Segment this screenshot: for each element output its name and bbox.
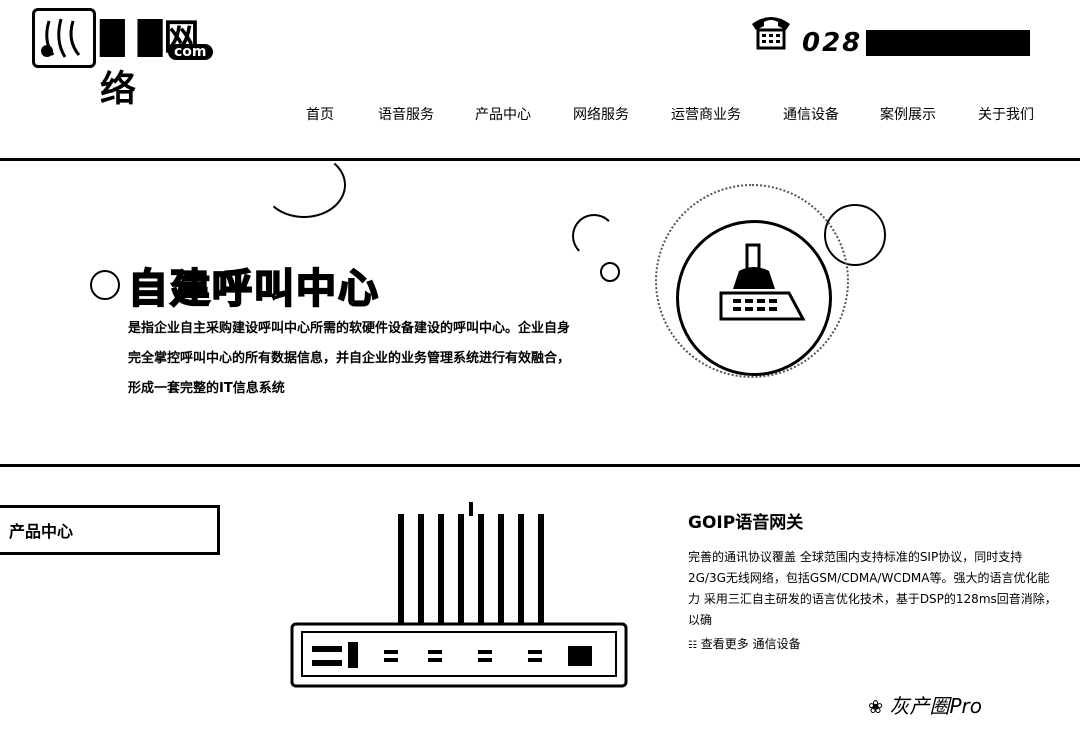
banner-title: 自建呼叫中心 <box>127 265 380 313</box>
decorative-arc <box>262 152 346 218</box>
nav-case-studies[interactable]: 案例展示 <box>880 107 936 123</box>
logo-mark-icon <box>32 8 96 68</box>
wechat-icon: ❀ <box>868 697 884 718</box>
main-nav: 首页 语音服务 产品中心 网络服务 运营商业务 通信设备 案例展示 关于我们 <box>0 104 1080 128</box>
banner-graphic-ring <box>655 184 849 378</box>
banner-divider <box>0 464 1080 467</box>
product-description: 完善的通讯协议覆盖 全球范围内支持标准的SIP协议，同时支持2G/3G无线网络，… <box>688 550 1057 627</box>
banner-graphic <box>676 220 832 376</box>
decorative-circle <box>90 270 120 300</box>
view-more-label: 查看更多 通信设备 <box>700 637 801 651</box>
logo-domain: com <box>168 44 213 60</box>
nav-telecom-equipment[interactable]: 通信设备 <box>783 107 839 123</box>
banner-description: 是指企业自主采购建设呼叫中心所需的软硬件设备建设的呼叫中心。企业自身完全掌控呼叫… <box>128 321 571 396</box>
telephone-icon <box>748 12 794 52</box>
call-center-phone-icon <box>719 243 806 321</box>
nav-products[interactable]: 产品中心 <box>475 107 531 123</box>
watermark: ❀ 灰产圈Pro <box>868 694 982 718</box>
nav-network-services[interactable]: 网络服务 <box>573 107 629 123</box>
header-divider <box>0 158 1080 161</box>
logo-text: █ █网络 <box>100 17 201 110</box>
tab-label: 产品中心 <box>9 522 74 541</box>
nav-about-us[interactable]: 关于我们 <box>978 107 1034 123</box>
goip-gateway-image <box>288 500 638 690</box>
nav-carrier-business[interactable]: 运营商业务 <box>671 107 741 123</box>
product-title[interactable]: GOIP语音网关 <box>688 513 804 533</box>
phone-redaction <box>866 30 1030 56</box>
view-more-link[interactable]: ☷ 查看更多 通信设备 <box>688 635 801 652</box>
site-logo[interactable]: █ █网络 com <box>30 6 230 110</box>
nav-home[interactable]: 首页 <box>306 107 334 123</box>
hero-banner: 自建呼叫中心 是指企业自主采购建设呼叫中心所需的软硬件设备建设的呼叫中心。企业自… <box>0 152 1080 464</box>
nav-voice-services[interactable]: 语音服务 <box>378 107 434 123</box>
grid-icon: ☷ <box>688 640 697 651</box>
decorative-dot <box>600 262 620 282</box>
decorative-arc <box>572 214 616 258</box>
tab-product-center[interactable]: 产品中心 <box>0 505 220 555</box>
site-header: █ █网络 com 028 - 首页 语音服务 产品中心 网络服务 运营商业务 … <box>0 0 1080 160</box>
hotline: 028 - <box>748 12 1048 58</box>
